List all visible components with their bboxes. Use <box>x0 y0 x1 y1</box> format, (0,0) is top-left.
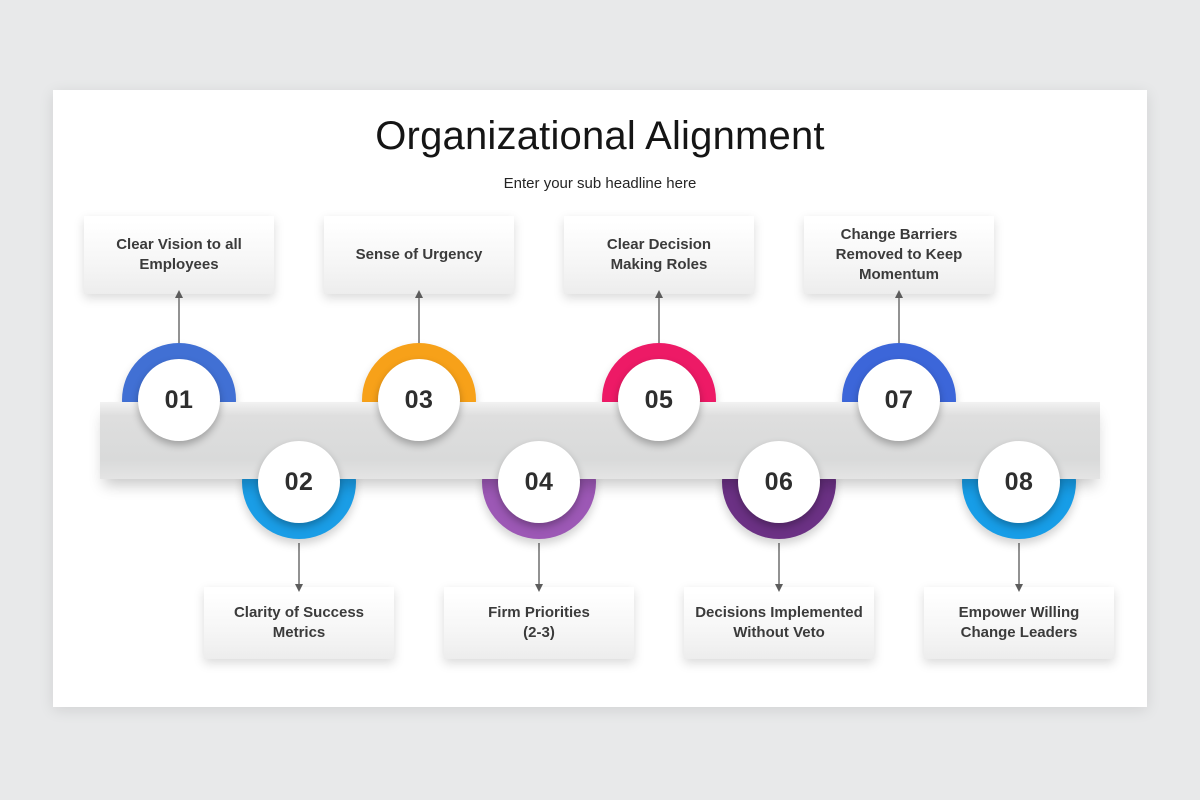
step-number: 07 <box>884 385 914 414</box>
step-label: Clear Decision Making Roles <box>606 236 712 273</box>
step-number: 05 <box>644 385 674 414</box>
step-label: Clarity of Success Metrics <box>233 604 365 641</box>
step-number-circle: 01 <box>138 359 220 441</box>
step-label: Firm Priorities (2-3) <box>488 604 590 641</box>
step-label-card: Firm Priorities (2-3) <box>444 587 634 659</box>
arrow-icon <box>1015 543 1023 592</box>
step-number: 03 <box>404 385 434 414</box>
step-label-card: Clear Vision to all Employees <box>84 216 274 294</box>
step-label: Sense of Urgency <box>355 246 483 264</box>
step-label: Change Barriers Removed to Keep Momentum <box>835 226 963 283</box>
step-label-card: Sense of Urgency <box>324 216 514 294</box>
arrow-icon <box>295 543 303 592</box>
step-number-circle: 07 <box>858 359 940 441</box>
step-label-card: Decisions Implemented Without Veto <box>684 587 874 659</box>
arrow-icon <box>655 290 663 343</box>
timeline-bar <box>100 402 1100 479</box>
step-label: Empower Willing Change Leaders <box>958 604 1080 641</box>
step-label-card: Change Barriers Removed to Keep Momentum <box>804 216 994 294</box>
step-label: Decisions Implemented Without Veto <box>695 604 863 641</box>
step-label-card: Clear Decision Making Roles <box>564 216 754 294</box>
step-label: Clear Vision to all Employees <box>116 236 242 273</box>
step-number-circle: 04 <box>498 441 580 523</box>
step-number: 01 <box>164 385 194 414</box>
step-number-circle: 08 <box>978 441 1060 523</box>
slide-canvas: Organizational Alignment Enter your sub … <box>53 90 1147 707</box>
step-number: 08 <box>1004 467 1034 496</box>
step-number-circle: 03 <box>378 359 460 441</box>
arrow-icon <box>415 290 423 343</box>
step-label-card: Empower Willing Change Leaders <box>924 587 1114 659</box>
step-number-circle: 06 <box>738 441 820 523</box>
step-number: 04 <box>524 467 554 496</box>
page-title: Organizational Alignment <box>375 114 825 158</box>
step-number-circle: 02 <box>258 441 340 523</box>
arrow-icon <box>895 290 903 343</box>
step-number: 06 <box>764 467 794 496</box>
step-label-card: Clarity of Success Metrics <box>204 587 394 659</box>
step-number-circle: 05 <box>618 359 700 441</box>
step-number: 02 <box>284 467 314 496</box>
arrow-icon <box>775 543 783 592</box>
arrow-icon <box>175 290 183 343</box>
page-subtitle: Enter your sub headline here <box>503 175 697 192</box>
arrow-icon <box>535 543 543 592</box>
